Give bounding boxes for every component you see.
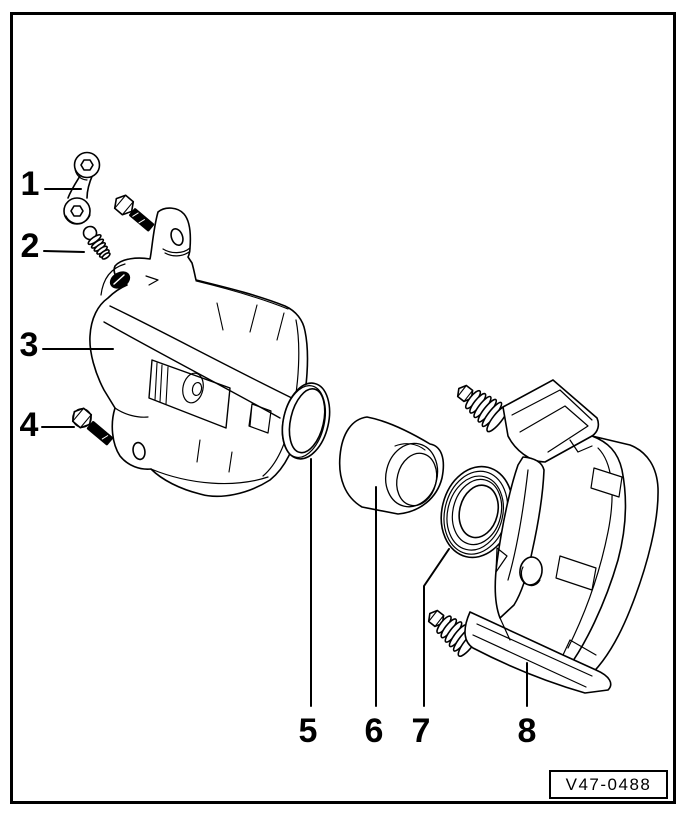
- callout-3: 3: [19, 326, 39, 364]
- figure-reference-text: V47-0488: [565, 774, 652, 794]
- callout-7: 7: [411, 712, 431, 750]
- callout-5: 5: [298, 712, 318, 750]
- caliper-housing-drawing: [89, 207, 309, 498]
- figure-reference-box: V47-0488: [549, 770, 668, 799]
- callout-1: 1: [20, 165, 40, 203]
- callout-8: 8: [517, 712, 537, 750]
- piston-seal-drawing: [281, 382, 331, 460]
- callout-4: 4: [19, 406, 39, 444]
- caliper-carrier-drawing: [427, 379, 659, 694]
- piston-drawing: [338, 416, 445, 515]
- bleeder-screw-drawing: [82, 225, 111, 260]
- callout-2: 2: [20, 227, 40, 265]
- leader-lines: [41, 188, 528, 707]
- banjo-bolt-drawing: [113, 194, 155, 232]
- callout-6: 6: [364, 712, 384, 750]
- brake-hose-link-drawing: [63, 151, 101, 225]
- guide-bolt-drawing: [71, 407, 114, 446]
- leader-2: [43, 250, 85, 253]
- leader-7: [423, 548, 450, 707]
